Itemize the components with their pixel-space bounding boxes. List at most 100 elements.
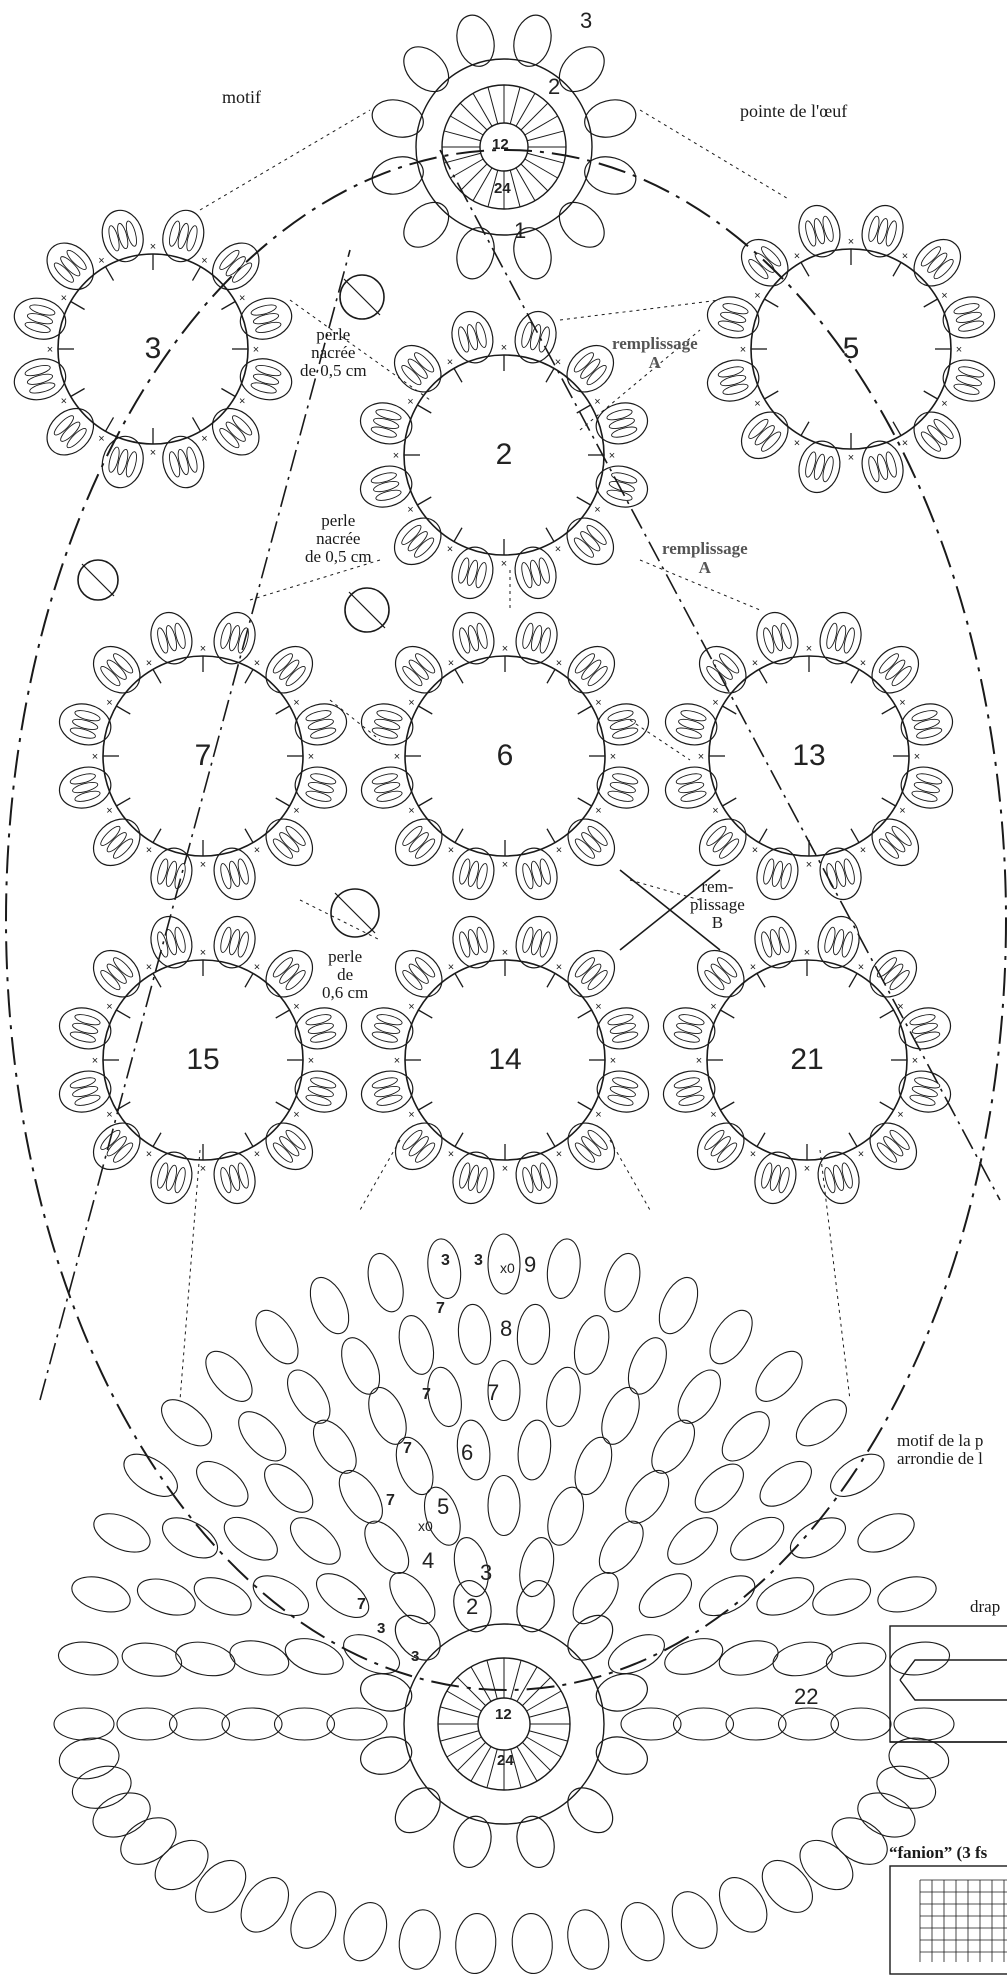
motif-15-spoke [153,1133,161,1147]
bottom-round-5: 5 [437,1494,449,1520]
chain-loop [305,1413,365,1481]
motif-7-sc-mark: × [254,657,260,669]
bottom-round-6: 6 [461,1440,473,1466]
motif-15-stitch [111,1141,135,1165]
motif-7-stitch [105,830,129,854]
pearl-line-1 [349,592,385,628]
motif-5-sc-mark: × [754,290,760,302]
chain-loop [643,1413,703,1481]
label-motif: motif [222,88,261,107]
motif-21-sc-mark: × [804,947,810,959]
join-line-14 [360,1140,400,1210]
motif-13-sc-mark: × [860,845,866,857]
chain-loop [808,1572,875,1622]
motif-3-stitch [230,413,254,437]
motif-2-spoke [417,497,431,505]
motif-14-stitch [413,1141,437,1165]
chain-loop [784,1510,852,1567]
motif-14-sc-mark: × [556,961,562,973]
motif-5-stitch [759,430,783,454]
top-motif-stitch-15 [460,103,487,130]
top-motif-stitch-11 [444,153,481,163]
motif-7-stitch [284,824,308,848]
motif-5-sc-mark: × [848,452,854,464]
motif-7-stitch [98,824,122,848]
motif-21-spoke [880,1102,894,1110]
motif-15-sc-mark: × [200,947,206,959]
top-center-12: 12 [492,136,509,153]
motif-13-stitch [711,830,735,854]
outer-scallop [394,1906,445,1973]
chain-loop [602,1627,670,1682]
outer-scallop [112,1808,184,1874]
motif-5-spoke [764,391,778,399]
chain-loop [701,1303,760,1371]
chain-loop [669,1363,729,1431]
motif-15-sc-mark: × [293,1109,299,1121]
motif-13-sc-mark: × [860,657,866,669]
motif-13-petal [690,810,755,875]
motif-7-spoke [276,706,290,714]
chain-loop [281,1632,348,1681]
top-motif-stitch-23 [527,131,564,141]
top-motif-petal-1 [551,194,613,256]
motif-5-sc-mark: × [794,438,800,450]
motif-13-sc-mark: × [712,697,718,709]
motif-2-spoke [546,528,554,542]
motif-14-petal [447,912,499,973]
chain-loop [331,1463,391,1531]
top-round-1: 1 [514,218,526,244]
chain-loop [381,1565,443,1632]
bottom-motif-stitch-19 [511,1660,521,1699]
pearl-line-2 [82,564,114,596]
motif-5-sc-mark: × [754,398,760,410]
motif-3-spoke [221,389,235,397]
chain-loop [309,1565,376,1626]
motif-5-spoke [893,262,901,276]
motif-2-stitch [578,357,602,381]
mark-7e: 7 [357,1596,366,1614]
chain-loop [389,1432,440,1499]
motif-7-petal [145,844,197,905]
motif-21-sc-mark: × [897,1001,903,1013]
chain-loop [599,1249,647,1316]
motif-6-petal [559,810,624,875]
outer-scallop [663,1884,726,1956]
chain-loop [362,1249,410,1316]
motif-15-sc-mark: × [293,1001,299,1013]
motif-7-spoke [153,829,161,843]
outer-scallop [86,1784,157,1845]
motif-7-sc-mark: × [200,643,206,655]
motif-14-sc-mark: × [394,1055,400,1067]
chain-loop [515,1418,554,1481]
motif-14-stitch [400,968,424,992]
bottom-motif-stitch-8 [471,1747,491,1782]
motif-7-petal [257,637,322,702]
join-line-9 [630,720,690,760]
motif-2-petal [446,307,498,368]
motif-21-sc-mark: × [710,1001,716,1013]
motif-7-stitch [111,651,135,675]
motif-2-spoke [454,368,462,382]
bottom-center-24: 24 [497,1752,514,1769]
motif-6-spoke [578,706,592,714]
chain-loop [564,1565,626,1632]
motif-14-petal [386,1114,451,1179]
chain-loop [88,1506,156,1560]
motif-21-spoke [849,1133,857,1147]
motif-15-spoke [276,1010,290,1018]
motif-2-spoke [546,368,554,382]
label-motif-arrondie: motif de la parrondie de l [897,1432,983,1468]
chain-loop [651,1272,705,1340]
motif-5-sc-mark: × [848,236,854,248]
motif-2-stitch [406,357,430,381]
motif-13-stitch [890,664,914,688]
motif-5-spoke [924,299,938,307]
outer-scallop [454,1912,498,1975]
chain-loop [542,1364,585,1429]
join-line-15 [610,1140,650,1210]
outer-scallop [824,1808,896,1874]
motif-14-spoke [418,1010,432,1018]
motif-14-petal [447,1148,499,1209]
